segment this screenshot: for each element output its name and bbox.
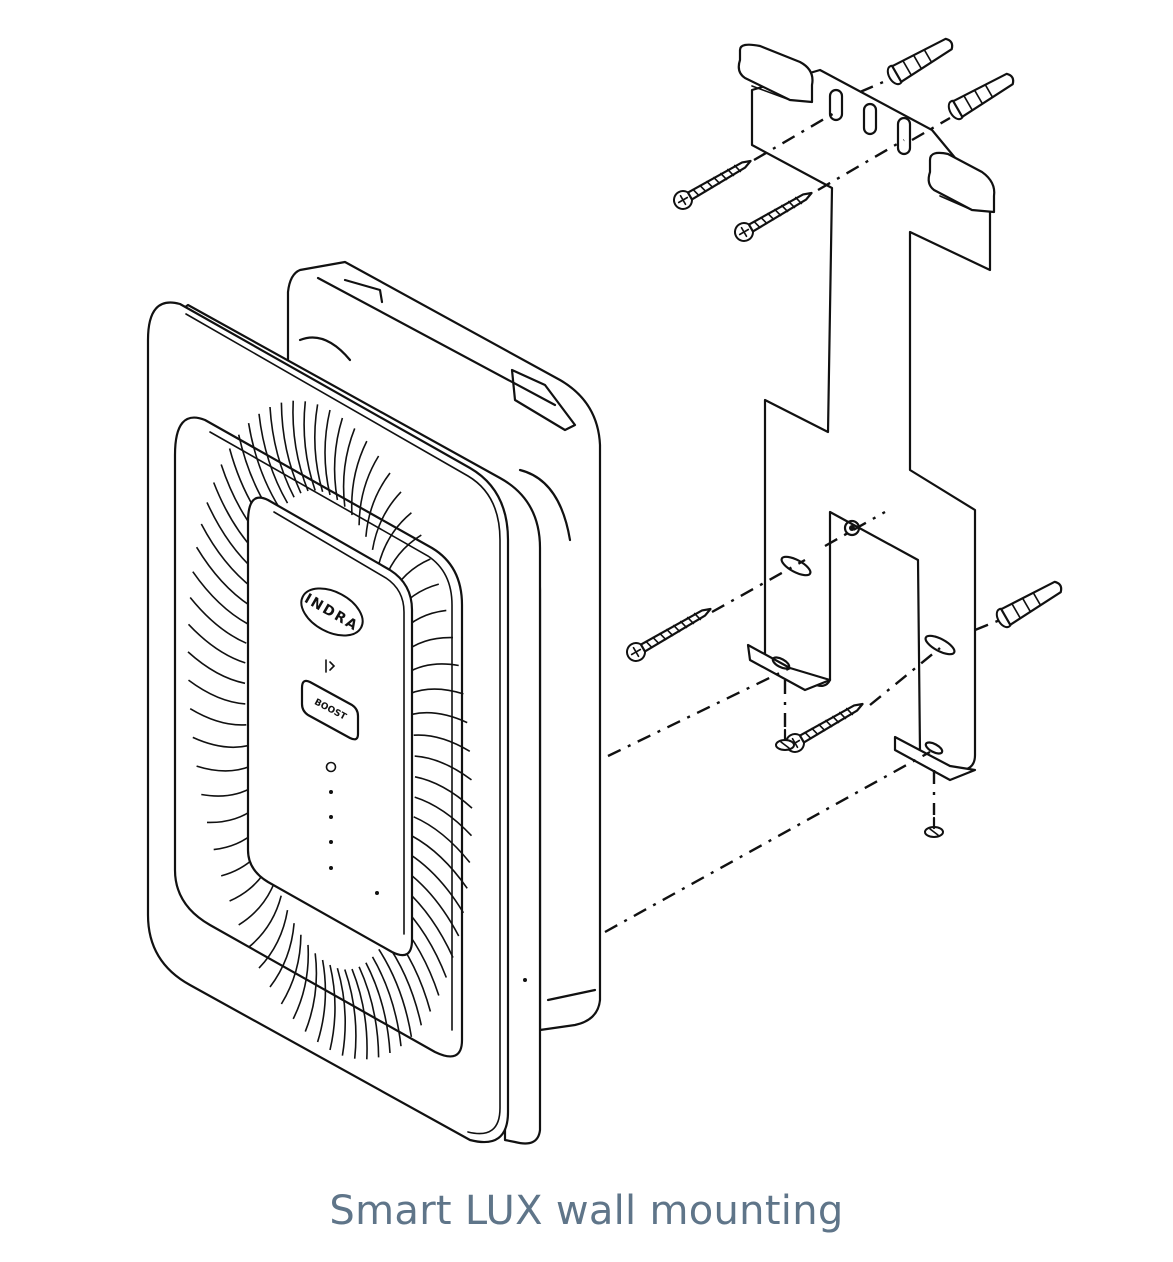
fin-line	[365, 962, 391, 1054]
fin-line	[247, 422, 282, 512]
wall-bracket	[737, 43, 996, 782]
status-leds	[325, 761, 527, 982]
fin-line	[248, 895, 282, 948]
fin-line	[280, 402, 302, 494]
fin-line	[358, 966, 380, 1058]
fin-line	[329, 964, 336, 1051]
wall-plug	[886, 37, 954, 86]
fin-line	[344, 969, 357, 1059]
fin-line	[414, 796, 473, 837]
fin-line	[351, 968, 368, 1060]
fin-line	[414, 776, 473, 809]
wall-screw	[626, 607, 712, 662]
fin-line	[304, 953, 318, 1032]
fin-line	[409, 853, 465, 914]
fin-line	[187, 651, 246, 685]
fin-line	[303, 401, 316, 491]
fin-line	[324, 409, 331, 496]
wall-plug	[947, 72, 1015, 121]
boost-button[interactable]: BOOST	[300, 679, 360, 741]
fin-line	[411, 711, 468, 724]
diagram-caption: Smart LUX wall mounting	[329, 1188, 844, 1234]
fin-line	[378, 512, 412, 565]
fin-line	[411, 835, 468, 889]
fin-line	[258, 909, 289, 969]
fin-line	[280, 934, 302, 1005]
wall-screw	[785, 702, 864, 753]
fin-line	[371, 491, 402, 551]
fin-line	[187, 623, 246, 664]
fin-line	[269, 923, 295, 988]
fin-line	[413, 734, 471, 752]
fin-line	[192, 571, 249, 625]
fin-line	[371, 956, 402, 1047]
fin-line	[358, 455, 380, 526]
wall-screw	[673, 159, 752, 210]
fin-line	[350, 440, 368, 516]
fin-line	[189, 596, 247, 644]
fin-line	[314, 404, 324, 493]
fin-line	[365, 472, 391, 537]
fin-line	[292, 944, 310, 1020]
fin-line	[342, 428, 356, 507]
wall-plug	[995, 580, 1063, 629]
exploded-view-drawing: INDRA BOOST	[146, 37, 1063, 1145]
fin-line	[413, 816, 471, 864]
fin-line	[196, 765, 251, 772]
fin-line	[333, 417, 344, 501]
bracket-screw	[924, 816, 944, 838]
fin-line	[414, 755, 472, 781]
fin-line	[188, 679, 246, 705]
fin-line	[195, 546, 251, 607]
fin-line	[316, 959, 327, 1043]
fin-line	[409, 688, 464, 695]
fin-line	[378, 948, 413, 1038]
wall-screw	[734, 191, 813, 242]
bracket-screw	[775, 728, 795, 751]
fin-line	[258, 413, 289, 504]
fin-line	[292, 400, 309, 492]
fin-line	[192, 736, 249, 749]
fin-line	[189, 708, 247, 726]
alignment-lines	[604, 78, 1006, 934]
fin-line	[269, 406, 295, 498]
fin-line	[336, 967, 346, 1056]
wireless-signal-icon	[325, 659, 336, 673]
